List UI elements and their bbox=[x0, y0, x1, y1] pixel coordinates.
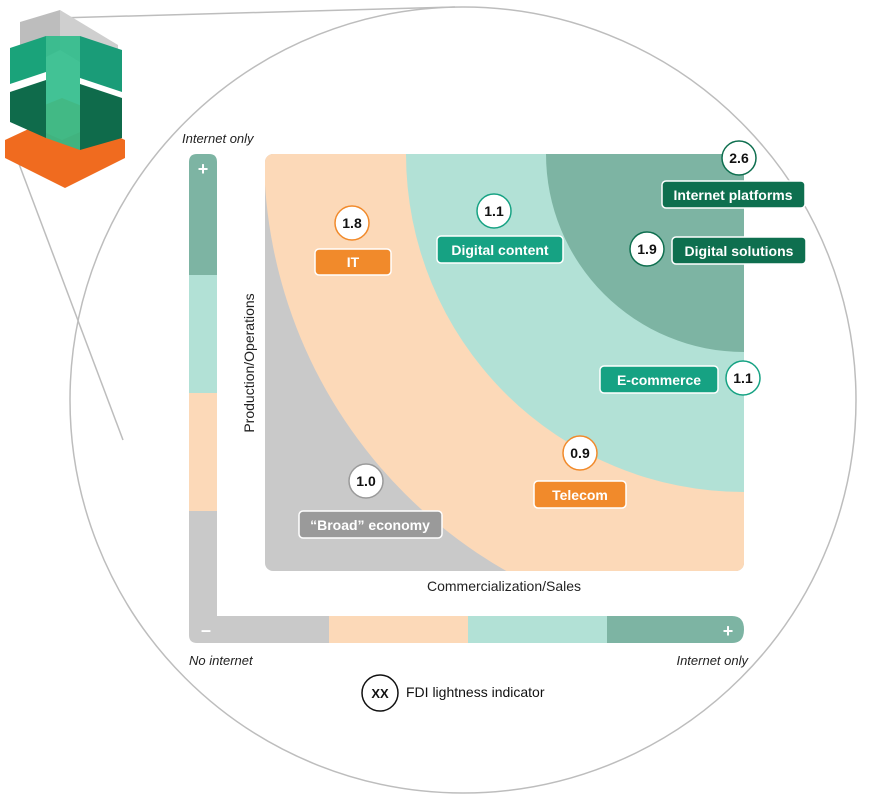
segment-digital-solutions: Digital solutions 1.9 bbox=[629, 231, 807, 267]
zone-low-internet bbox=[265, 154, 744, 571]
x-minus-sign: – bbox=[201, 620, 211, 640]
segment-e-commerce: E-commerce 1.1 bbox=[599, 360, 761, 396]
legend-text: FDI lightness indicator bbox=[406, 684, 545, 700]
segment-broad-economy-value: 1.0 bbox=[356, 473, 376, 489]
segment-telecom-box bbox=[533, 480, 627, 509]
segment-digital-solutions-box bbox=[671, 236, 807, 265]
segment-digital-content: Digital content 1.1 bbox=[436, 193, 564, 264]
segment-e-commerce-value-circle bbox=[725, 360, 761, 396]
segment-internet-platforms-value: 2.6 bbox=[729, 150, 749, 166]
segment-broad-economy: “Broad” economy 1.0 bbox=[298, 463, 443, 539]
y-axis-title: Production/Operations bbox=[241, 293, 257, 432]
x-left-label: No internet bbox=[189, 653, 254, 668]
x-right-label: Internet only bbox=[676, 653, 749, 668]
segment-it: IT 1.8 bbox=[314, 205, 392, 276]
segment-telecom-value-circle bbox=[562, 435, 598, 471]
magnifier-line-top bbox=[57, 6, 456, 19]
segment-telecom-label: Telecom bbox=[552, 487, 608, 503]
y-axis-bar bbox=[189, 154, 217, 621]
segment-internet-platforms-box bbox=[661, 180, 806, 209]
segment-it-label: IT bbox=[347, 254, 360, 270]
segment-digital-content-box bbox=[436, 235, 564, 264]
magnifier-line-bottom bbox=[9, 139, 124, 441]
segment-digital-solutions-value: 1.9 bbox=[637, 241, 657, 257]
x-plus-sign: + bbox=[723, 621, 734, 641]
segment-digital-solutions-value-circle bbox=[629, 231, 665, 267]
segment-digital-content-label: Digital content bbox=[451, 242, 549, 258]
legend-badge: XX bbox=[371, 686, 389, 701]
x-axis-title: Commercialization/Sales bbox=[427, 578, 581, 594]
segment-telecom: Telecom 0.9 bbox=[533, 435, 627, 509]
segment-digital-content-value-circle bbox=[476, 193, 512, 229]
segment-it-box bbox=[314, 248, 392, 276]
y-top-label: Internet only bbox=[182, 131, 255, 146]
plot-area bbox=[265, 154, 744, 571]
segment-internet-platforms-value-circle bbox=[721, 140, 757, 176]
segment-e-commerce-box bbox=[599, 365, 719, 394]
segment-broad-economy-label: “Broad” economy bbox=[310, 517, 430, 533]
segment-internet-platforms: Internet platforms 2.6 bbox=[661, 140, 806, 209]
segment-broad-economy-value-circle bbox=[348, 463, 384, 499]
segment-broad-economy-box bbox=[298, 510, 443, 539]
segment-telecom-value: 0.9 bbox=[570, 445, 590, 461]
zone-high-internet bbox=[406, 154, 744, 492]
y-plus-sign: + bbox=[198, 159, 209, 179]
segment-it-value-circle bbox=[334, 205, 370, 241]
segment-e-commerce-label: E-commerce bbox=[617, 372, 701, 388]
legend: XX FDI lightness indicator bbox=[361, 674, 545, 712]
x-axis-bar bbox=[189, 616, 744, 643]
legend-badge-circle bbox=[361, 674, 399, 712]
segment-internet-platforms-label: Internet platforms bbox=[673, 187, 792, 203]
segment-e-commerce-value: 1.1 bbox=[733, 370, 753, 386]
logo-icon bbox=[5, 10, 125, 188]
segment-it-value: 1.8 bbox=[342, 215, 362, 231]
magnifier-circle bbox=[69, 6, 857, 794]
segment-digital-solutions-label: Digital solutions bbox=[685, 243, 794, 259]
segment-digital-content-value: 1.1 bbox=[484, 203, 504, 219]
